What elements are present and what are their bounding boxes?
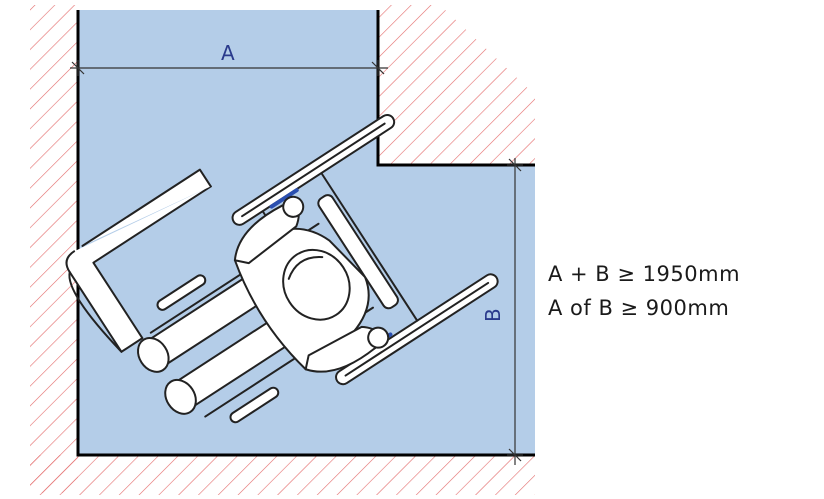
dimension-a-label: A <box>221 41 235 65</box>
requirement-line-1: A + B ≥ 1950mm <box>548 262 741 286</box>
requirement-line-2: A of B ≥ 900mm <box>548 296 730 320</box>
dimension-a <box>70 60 388 76</box>
dimension-b-label: B <box>481 308 505 322</box>
dimension-b <box>507 158 523 465</box>
wall-hatching <box>30 5 535 495</box>
wheelchair-user-figure <box>65 113 499 424</box>
